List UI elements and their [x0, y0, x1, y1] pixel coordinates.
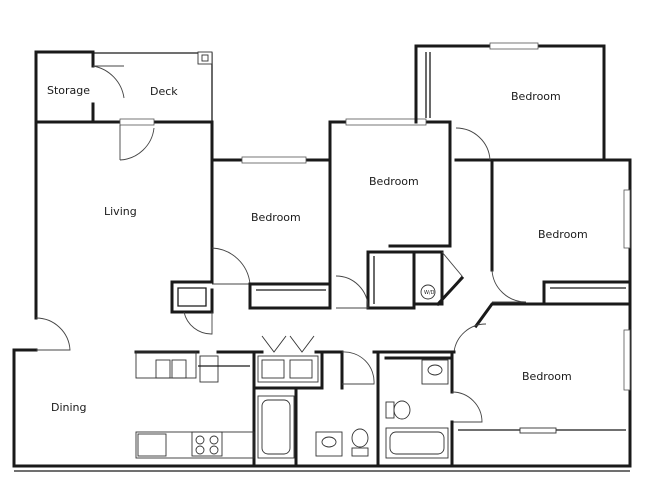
- room-label-dining: Dining: [51, 401, 87, 414]
- burner-4: [209, 445, 219, 455]
- living-door-slider: [119, 118, 155, 126]
- tub-2-basin: [389, 431, 445, 455]
- bedroom-5-walls: [450, 302, 632, 468]
- room-label-storage: Storage: [47, 84, 90, 97]
- bedroom-1-door-swing: [211, 247, 251, 285]
- bedroom-2-walls: W/D: [328, 118, 465, 310]
- storage-and-deck: [34, 50, 213, 124]
- bedroom-3-walls: [414, 42, 632, 306]
- room-label-bedroom-3: Bedroom: [511, 90, 561, 103]
- fridge: [199, 355, 219, 383]
- bedroom-2-door-swing: [335, 275, 369, 309]
- bedroom-3-closet-rod: [425, 52, 431, 118]
- range: [191, 431, 223, 457]
- deck-post-inner: [201, 54, 209, 62]
- vanity-sink-right: [289, 359, 313, 379]
- bedroom-5-window: [623, 329, 631, 391]
- bedroom-4-door-swing: [491, 269, 527, 303]
- bedroom-5-closet-handle: [519, 427, 557, 434]
- bedroom-5-top-wall: [473, 302, 632, 329]
- wd-closet: [412, 250, 444, 306]
- bedroom-3-window: [489, 42, 539, 50]
- burner-3: [195, 445, 205, 455]
- deck-post-icon: [197, 51, 213, 65]
- room-label-bedroom-5: Bedroom: [522, 370, 572, 383]
- bath-2-sink: [427, 364, 443, 376]
- wd-door-swing: [441, 251, 463, 301]
- burner-2: [209, 435, 219, 445]
- bath-1-sink-cabinet: [315, 431, 343, 457]
- burner-1: [195, 435, 205, 445]
- bathrooms: [252, 335, 456, 468]
- bath-1-sink: [321, 436, 337, 448]
- sink-basin-right: [171, 359, 187, 379]
- bath-1-door-swing: [341, 351, 375, 385]
- bedroom-3-top-wall-right: [536, 44, 632, 306]
- sink-basin-left: [155, 359, 171, 379]
- living-top-wall-right: [152, 120, 214, 162]
- vanity-top: [257, 355, 319, 383]
- storage-door-swing: [92, 65, 125, 99]
- closet-door-swing: [183, 311, 213, 335]
- bath-2-toilet: [393, 400, 411, 420]
- room-label-bedroom-2: Bedroom: [369, 175, 419, 188]
- living-dining-shell: [12, 118, 632, 472]
- bath-2-toilet-tank: [385, 401, 395, 419]
- bedroom-4-closet-walls: [542, 280, 632, 306]
- vanity-sink-left: [261, 359, 285, 379]
- bedroom-5-closet-swing: [451, 391, 483, 423]
- living-door-swing: [119, 125, 155, 161]
- bedroom-2-top-wall-right: [424, 120, 452, 248]
- tub-1-basin: [261, 399, 291, 455]
- tub-1: [257, 395, 295, 459]
- room-label-bedroom-4: Bedroom: [538, 228, 588, 241]
- room-label-bedroom-1: Bedroom: [251, 211, 301, 224]
- linen-closet-doors: [261, 335, 315, 353]
- lower-counter: [135, 431, 255, 459]
- bedroom-2-closet: [366, 250, 416, 310]
- bedroom-1-walls: [210, 120, 332, 310]
- closet-walls: [170, 280, 214, 314]
- bedroom-1-closet-walls: [248, 282, 332, 310]
- room-label-living: Living: [104, 205, 137, 218]
- bedroom-1-window: [241, 156, 307, 164]
- bath-2-sink-cabinet: [421, 359, 449, 385]
- hall-angle-wall: [435, 275, 465, 307]
- kitchen-right-wall: [216, 350, 256, 468]
- bedroom-2-window: [345, 118, 427, 126]
- closet-interior: [177, 287, 207, 307]
- bedroom-4-window: [623, 189, 631, 249]
- bedroom-5-door-swing: [453, 323, 487, 353]
- room-label-deck: Deck: [150, 85, 178, 98]
- kitchen-counter: [135, 351, 197, 379]
- washer-dryer-icon: [420, 284, 436, 300]
- dining-door-swing: [35, 317, 71, 351]
- bedroom-3-door-swing: [455, 127, 491, 161]
- bath-1-toilet: [351, 428, 369, 448]
- tub-2: [385, 427, 449, 459]
- washer-dryer-label: W/D: [424, 290, 435, 296]
- dining-left-wall: [12, 348, 38, 468]
- bath-1-divider: [252, 350, 324, 390]
- room-labels: Storage Deck Living Dining Bedroom Bedro…: [47, 84, 588, 414]
- dishwasher: [137, 433, 167, 457]
- bath-1-toilet-tank: [351, 447, 369, 457]
